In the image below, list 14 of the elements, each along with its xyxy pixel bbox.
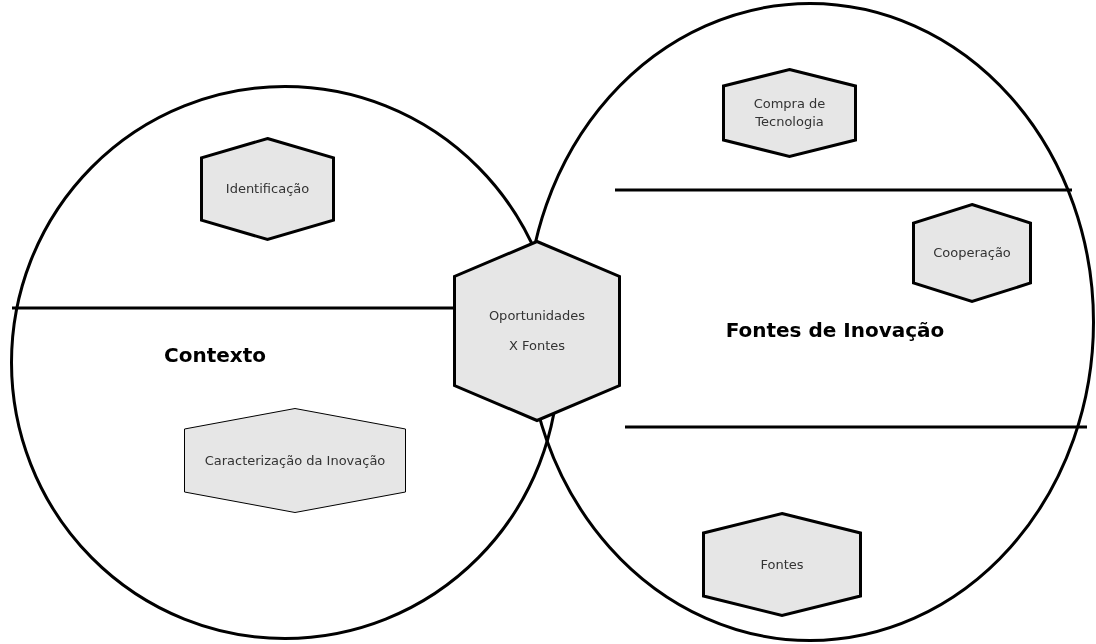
hexagon-box — [184, 408, 406, 513]
box-label: Fontes — [760, 555, 804, 574]
hexagon-box — [200, 137, 335, 241]
hexagon-box — [722, 68, 857, 158]
box-label: Caracterização da Inovação — [204, 451, 386, 470]
box-label: Identificação — [225, 180, 310, 198]
box-label: Cooperação — [933, 244, 1011, 262]
hexagon-box — [453, 240, 621, 422]
hexagon-box — [702, 512, 862, 617]
hexagon-box — [912, 203, 1032, 303]
section-title: Contexto — [164, 343, 266, 367]
section-title: Fontes de Inovação — [725, 318, 945, 342]
box-label: Compra de Tecnologia — [752, 95, 827, 131]
box-label: Oportunidades X Fontes — [488, 307, 586, 355]
